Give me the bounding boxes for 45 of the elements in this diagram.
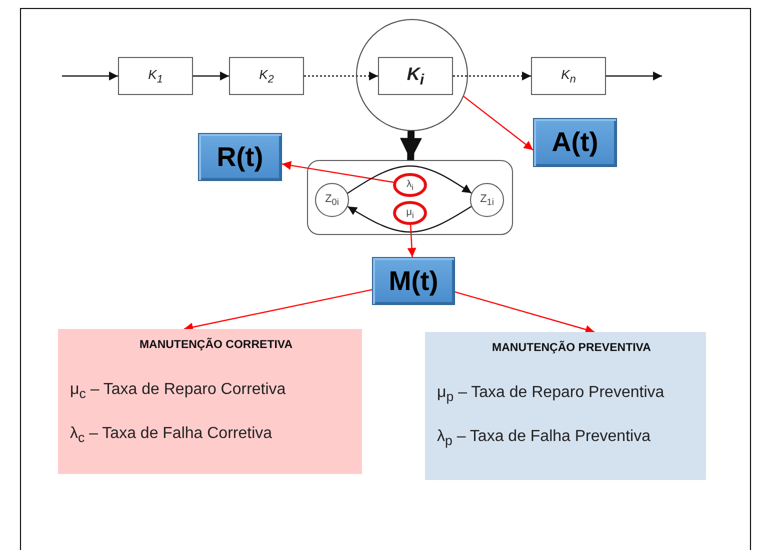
panel-heading: MANUTENÇÃO CORRETIVA: [139, 339, 293, 351]
node-label: Z$_{1i}$: [480, 192, 494, 208]
process-box: [229, 57, 304, 95]
state-circle: [315, 183, 349, 217]
highlight-circle: [356, 19, 468, 131]
rate-definition: μ$_{p}$ – Taxa de Reparo Preventiva: [437, 384, 664, 404]
node-label: K$_{2}$: [259, 66, 274, 86]
arrow: [184, 289, 372, 332]
node-label: K$_{1}$: [148, 66, 163, 86]
arrow: [347, 206, 472, 233]
arrow: [347, 165, 472, 194]
panel-heading: MANUTENÇÃO PREVENTIVA: [492, 342, 651, 354]
output-box: [372, 257, 455, 305]
node-label: R(t): [216, 142, 264, 172]
arrow: [62, 72, 118, 80]
node-label: Z$_{0i}$: [325, 192, 339, 208]
node-label: λ$_{i}$: [406, 178, 414, 192]
node-label: K$_{n}$: [561, 66, 576, 86]
arrow: [193, 72, 229, 80]
state-circle: [470, 183, 504, 217]
arrow: [606, 72, 662, 80]
rate-definition: μ$_{c}$ – Taxa de Reparo Corretiva: [70, 381, 286, 402]
arrow: [407, 224, 416, 258]
rate-definition: λ$_{c}$ – Taxa de Falha Corretiva: [70, 425, 272, 446]
process-box: [531, 57, 606, 95]
info-panel: [425, 332, 706, 480]
arrow: [304, 72, 378, 80]
node-label: μ$_{i}$: [406, 206, 414, 220]
rate-definition: λ$_{p}$ – Taxa de Falha Preventiva: [437, 428, 650, 448]
arrow: [463, 96, 534, 150]
arrow: [282, 160, 394, 183]
output-box: [533, 118, 617, 167]
process-box: [378, 57, 453, 95]
arrow: [453, 72, 531, 80]
state-diagram-box: [307, 160, 513, 235]
process-box: [118, 57, 193, 95]
thick-arrow: [400, 130, 422, 160]
node-label: M(t): [388, 266, 438, 296]
info-panel: [58, 329, 362, 474]
rate-ellipse: [393, 173, 427, 197]
rate-ellipse: [393, 201, 427, 225]
arrow: [454, 291, 595, 334]
node-label: K$_{i}$: [406, 64, 424, 88]
output-box: [198, 133, 282, 181]
node-label: A(t): [552, 127, 598, 158]
